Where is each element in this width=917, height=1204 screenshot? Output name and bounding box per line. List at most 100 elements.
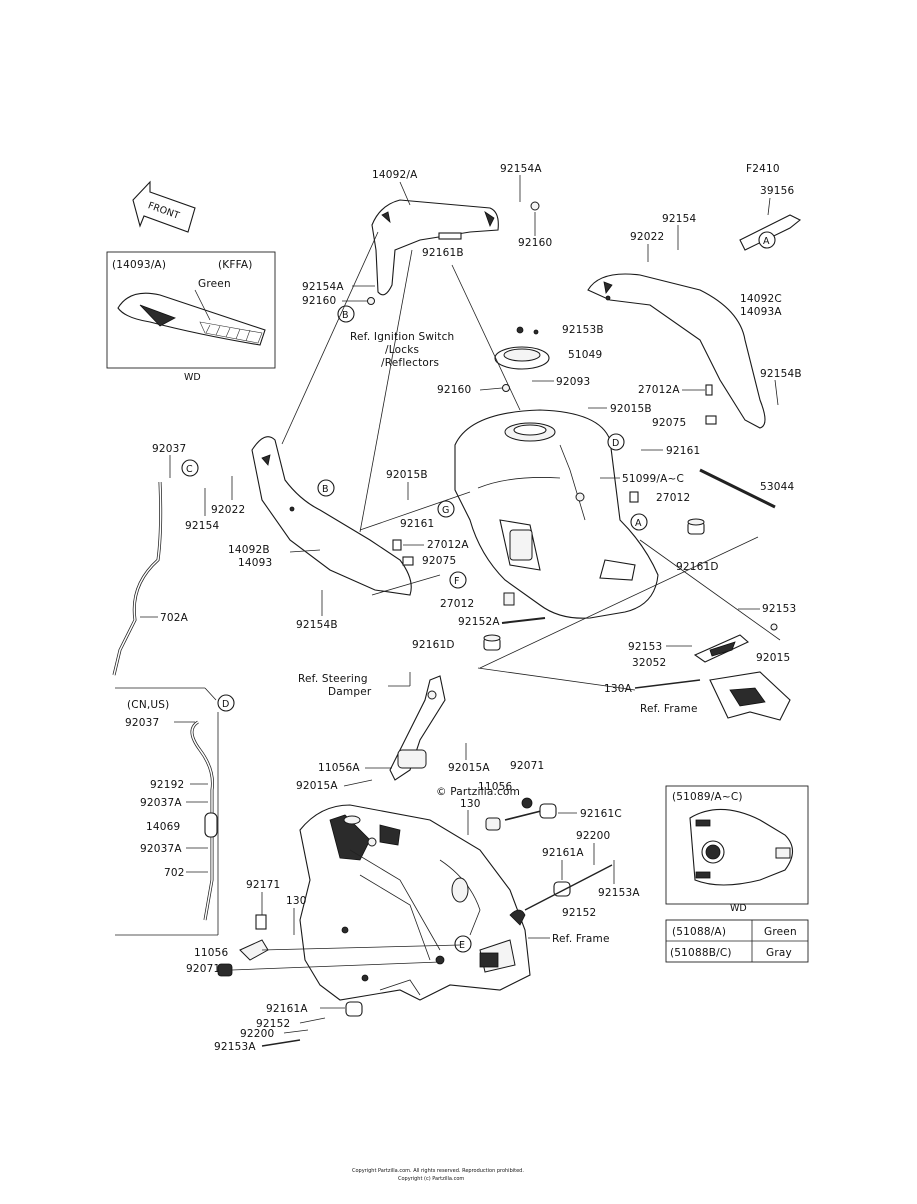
label-92015B-b: 92015B xyxy=(386,469,428,481)
grommet-92161D-r xyxy=(687,518,705,535)
label-130A: 130A xyxy=(604,683,633,695)
label-92152-r: 92152 xyxy=(562,907,596,919)
color-row-1-color: Green xyxy=(764,926,797,938)
label-92200-l: 92200 xyxy=(240,1028,274,1040)
ref-ignition-1: Ref. Ignition Switch xyxy=(350,331,454,343)
color-row-2-color: Gray xyxy=(766,947,792,959)
footer-2: Copyright (c) Partzilla.com xyxy=(398,1176,464,1182)
hose-702A xyxy=(112,481,163,676)
label-92037: 92037 xyxy=(152,443,186,455)
label-92161-r: 92161 xyxy=(666,445,700,457)
label-11056-mid: 11056 xyxy=(478,781,513,793)
svg-text:D: D xyxy=(222,699,229,710)
grommet-92161D-l xyxy=(483,634,501,651)
label-92161B: 92161B xyxy=(422,247,464,259)
label-92153A-l: 92153A xyxy=(214,1041,256,1053)
label-92093: 92093 xyxy=(556,376,590,388)
svg-text:F: F xyxy=(454,576,459,587)
hose-702 xyxy=(190,720,218,921)
circle-c xyxy=(181,459,199,477)
ref-steering-1: Ref. Steering xyxy=(298,673,368,685)
circle-d-tank xyxy=(607,433,625,451)
inset-51089: (51089/A~C) WD xyxy=(665,785,809,914)
front-arrow-icon: FRONT xyxy=(132,180,196,233)
cn-us-label: (CN,US) xyxy=(127,699,169,711)
label-51049: 51049 xyxy=(568,349,602,361)
label-92153A-r: 92153A xyxy=(598,887,640,899)
label-92154-r: 92154 xyxy=(662,213,697,225)
label-130-l: 130 xyxy=(286,895,307,907)
cowl-14092A xyxy=(371,199,499,296)
label-92160-left: 92160 xyxy=(302,295,336,307)
label-92161D-r: 92161D xyxy=(676,561,719,573)
circle-b-label: B xyxy=(342,310,349,321)
label-92037A-b: 92037A xyxy=(140,843,182,855)
label-14092A: 14092/A xyxy=(372,169,418,181)
frame-ref-bracket xyxy=(709,671,791,721)
label-92171: 92171 xyxy=(246,879,280,891)
label-92152-l: 92152 xyxy=(256,1018,290,1030)
circle-d-cn xyxy=(217,694,235,712)
watermark: © Partzilla.com xyxy=(436,786,520,798)
label-14092C: 14092C xyxy=(740,293,782,305)
inset-wd: WD xyxy=(184,372,201,383)
svg-text:A: A xyxy=(635,518,642,529)
label-92153-a: 92153 xyxy=(762,603,796,615)
label-92160-mid: 92160 xyxy=(437,384,471,396)
cowl-14092B xyxy=(251,436,412,596)
label-92071-top: 92071 xyxy=(510,760,544,772)
cowl-14092C xyxy=(587,273,766,429)
label-92160-top: 92160 xyxy=(518,237,552,249)
grommet-92161C xyxy=(539,803,557,819)
color-row-2-part: (51088B/C) xyxy=(670,947,732,959)
label-51099: 51099/A~C xyxy=(622,473,684,485)
label-27012-l: 27012 xyxy=(440,598,474,610)
diagram-code: F2410 xyxy=(746,163,780,175)
main-frame xyxy=(299,804,531,1001)
inset-kffa: (KFFA) xyxy=(218,259,253,271)
label-27012-r: 27012 xyxy=(656,492,690,504)
ref-ignition-2: /Locks xyxy=(385,344,419,356)
label-92015B-a: 92015B xyxy=(610,403,652,415)
bracket-32052 xyxy=(693,634,749,663)
label-27012A-r: 27012A xyxy=(638,384,680,396)
ref-frame-2: Ref. Frame xyxy=(552,933,610,945)
label-92022-r: 92022 xyxy=(630,231,664,243)
label-11056-l: 11056 xyxy=(194,947,229,959)
color-table: (51088/A) Green (51088B/C) Gray xyxy=(665,919,809,963)
label-92022-l: 92022 xyxy=(211,504,245,516)
label-92161A-r: 92161A xyxy=(542,847,584,859)
circle-f xyxy=(449,571,467,589)
label-92071-l: 92071 xyxy=(186,963,220,975)
label-92015A-b: 92015A xyxy=(448,762,490,774)
label-11056A: 11056A xyxy=(318,762,360,774)
circle-a-top xyxy=(758,231,776,249)
circle-3 xyxy=(317,479,335,497)
circle-b xyxy=(337,305,355,323)
label-92154B-r: 92154B xyxy=(760,368,802,380)
ref-frame-1: Ref. Frame xyxy=(640,703,698,715)
label-27012A-l: 27012A xyxy=(427,539,469,551)
label-14069: 14069 xyxy=(146,821,180,833)
inset2-title: (51089/A~C) xyxy=(672,791,743,803)
label-92015: 92015 xyxy=(756,652,790,664)
ref-steering-2: Damper xyxy=(328,686,372,698)
label-92037-b: 92037 xyxy=(125,717,159,729)
svg-text:B: B xyxy=(322,484,329,495)
steering-damper xyxy=(389,675,446,781)
svg-text:A: A xyxy=(763,236,770,247)
label-92192: 92192 xyxy=(150,779,184,791)
label-92154A-top: 92154A xyxy=(500,163,542,175)
label-92161D-l: 92161D xyxy=(412,639,455,651)
label-53044: 53044 xyxy=(760,481,795,493)
label-92161C: 92161C xyxy=(580,808,622,820)
circle-a-tank xyxy=(630,513,648,531)
label-32052: 32052 xyxy=(632,657,666,669)
svg-text:E: E xyxy=(459,940,465,951)
inset-title: (14093/A) xyxy=(112,259,166,271)
inset2-wd: WD xyxy=(730,903,747,914)
svg-text:C: C xyxy=(186,464,193,475)
label-702: 702 xyxy=(164,867,185,879)
